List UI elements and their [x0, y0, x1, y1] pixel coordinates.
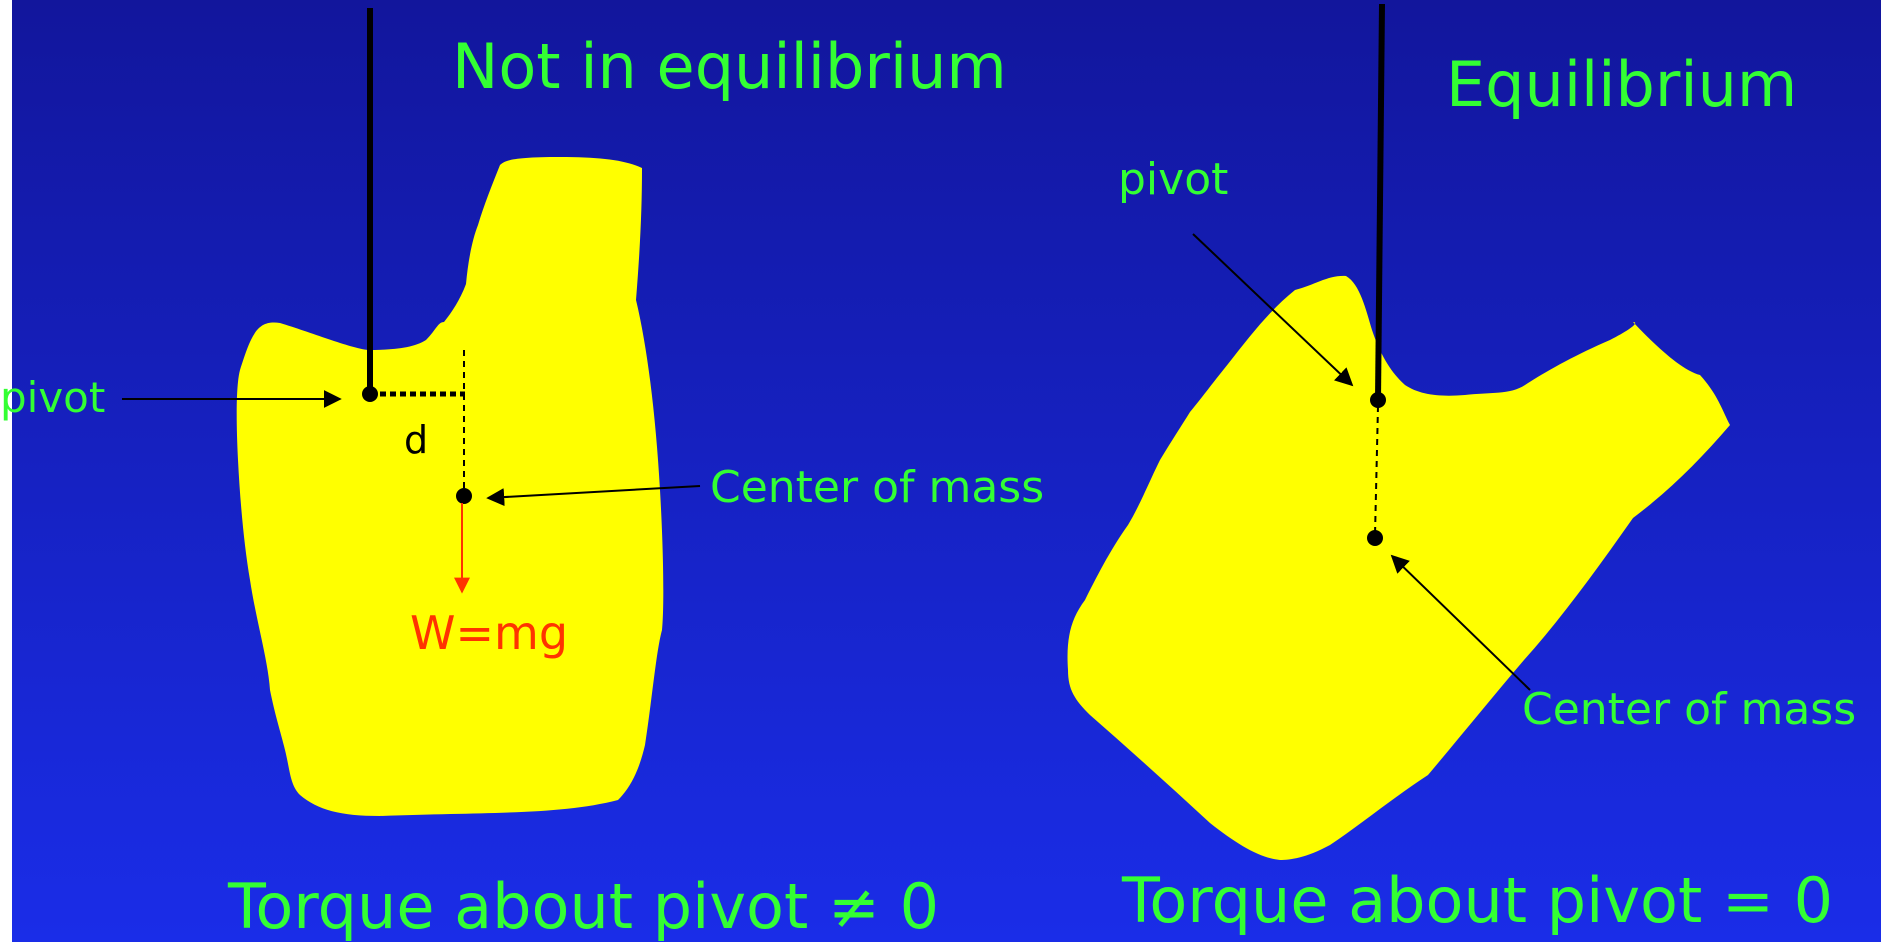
right-center-of-mass-label: Center of mass [1522, 684, 1856, 735]
weight-label: W=mg [410, 606, 568, 660]
right-title: Equilibrium [1446, 48, 1797, 121]
left-center-of-mass-label: Center of mass [710, 462, 1044, 513]
left-center-of-mass-point [456, 488, 472, 504]
distance-label: d [404, 418, 428, 462]
right-center-of-mass-point [1367, 530, 1383, 546]
right-pivot-label: pivot [1118, 154, 1228, 205]
right-panel: pivot Center of mass Equilibrium Torque … [1067, 3, 1856, 937]
right-center-of-mass-arrow [1390, 554, 1531, 691]
right-string [1375, 3, 1385, 401]
right-pivot-point [1370, 392, 1386, 408]
left-title: Not in equilibrium [452, 30, 1007, 103]
left-panel: d pivot Center of mass W=mg Not in equil… [0, 8, 1044, 942]
left-yellow-object [236, 157, 664, 816]
left-caption: Torque about pivot ≠ 0 [227, 870, 939, 942]
left-pivot-label: pivot [0, 373, 105, 422]
left-pivot-point [362, 386, 378, 402]
right-caption: Torque about pivot = 0 [1121, 864, 1833, 937]
left-center-of-mass-arrow [486, 485, 701, 507]
right-pivot-arrow [1192, 233, 1354, 387]
